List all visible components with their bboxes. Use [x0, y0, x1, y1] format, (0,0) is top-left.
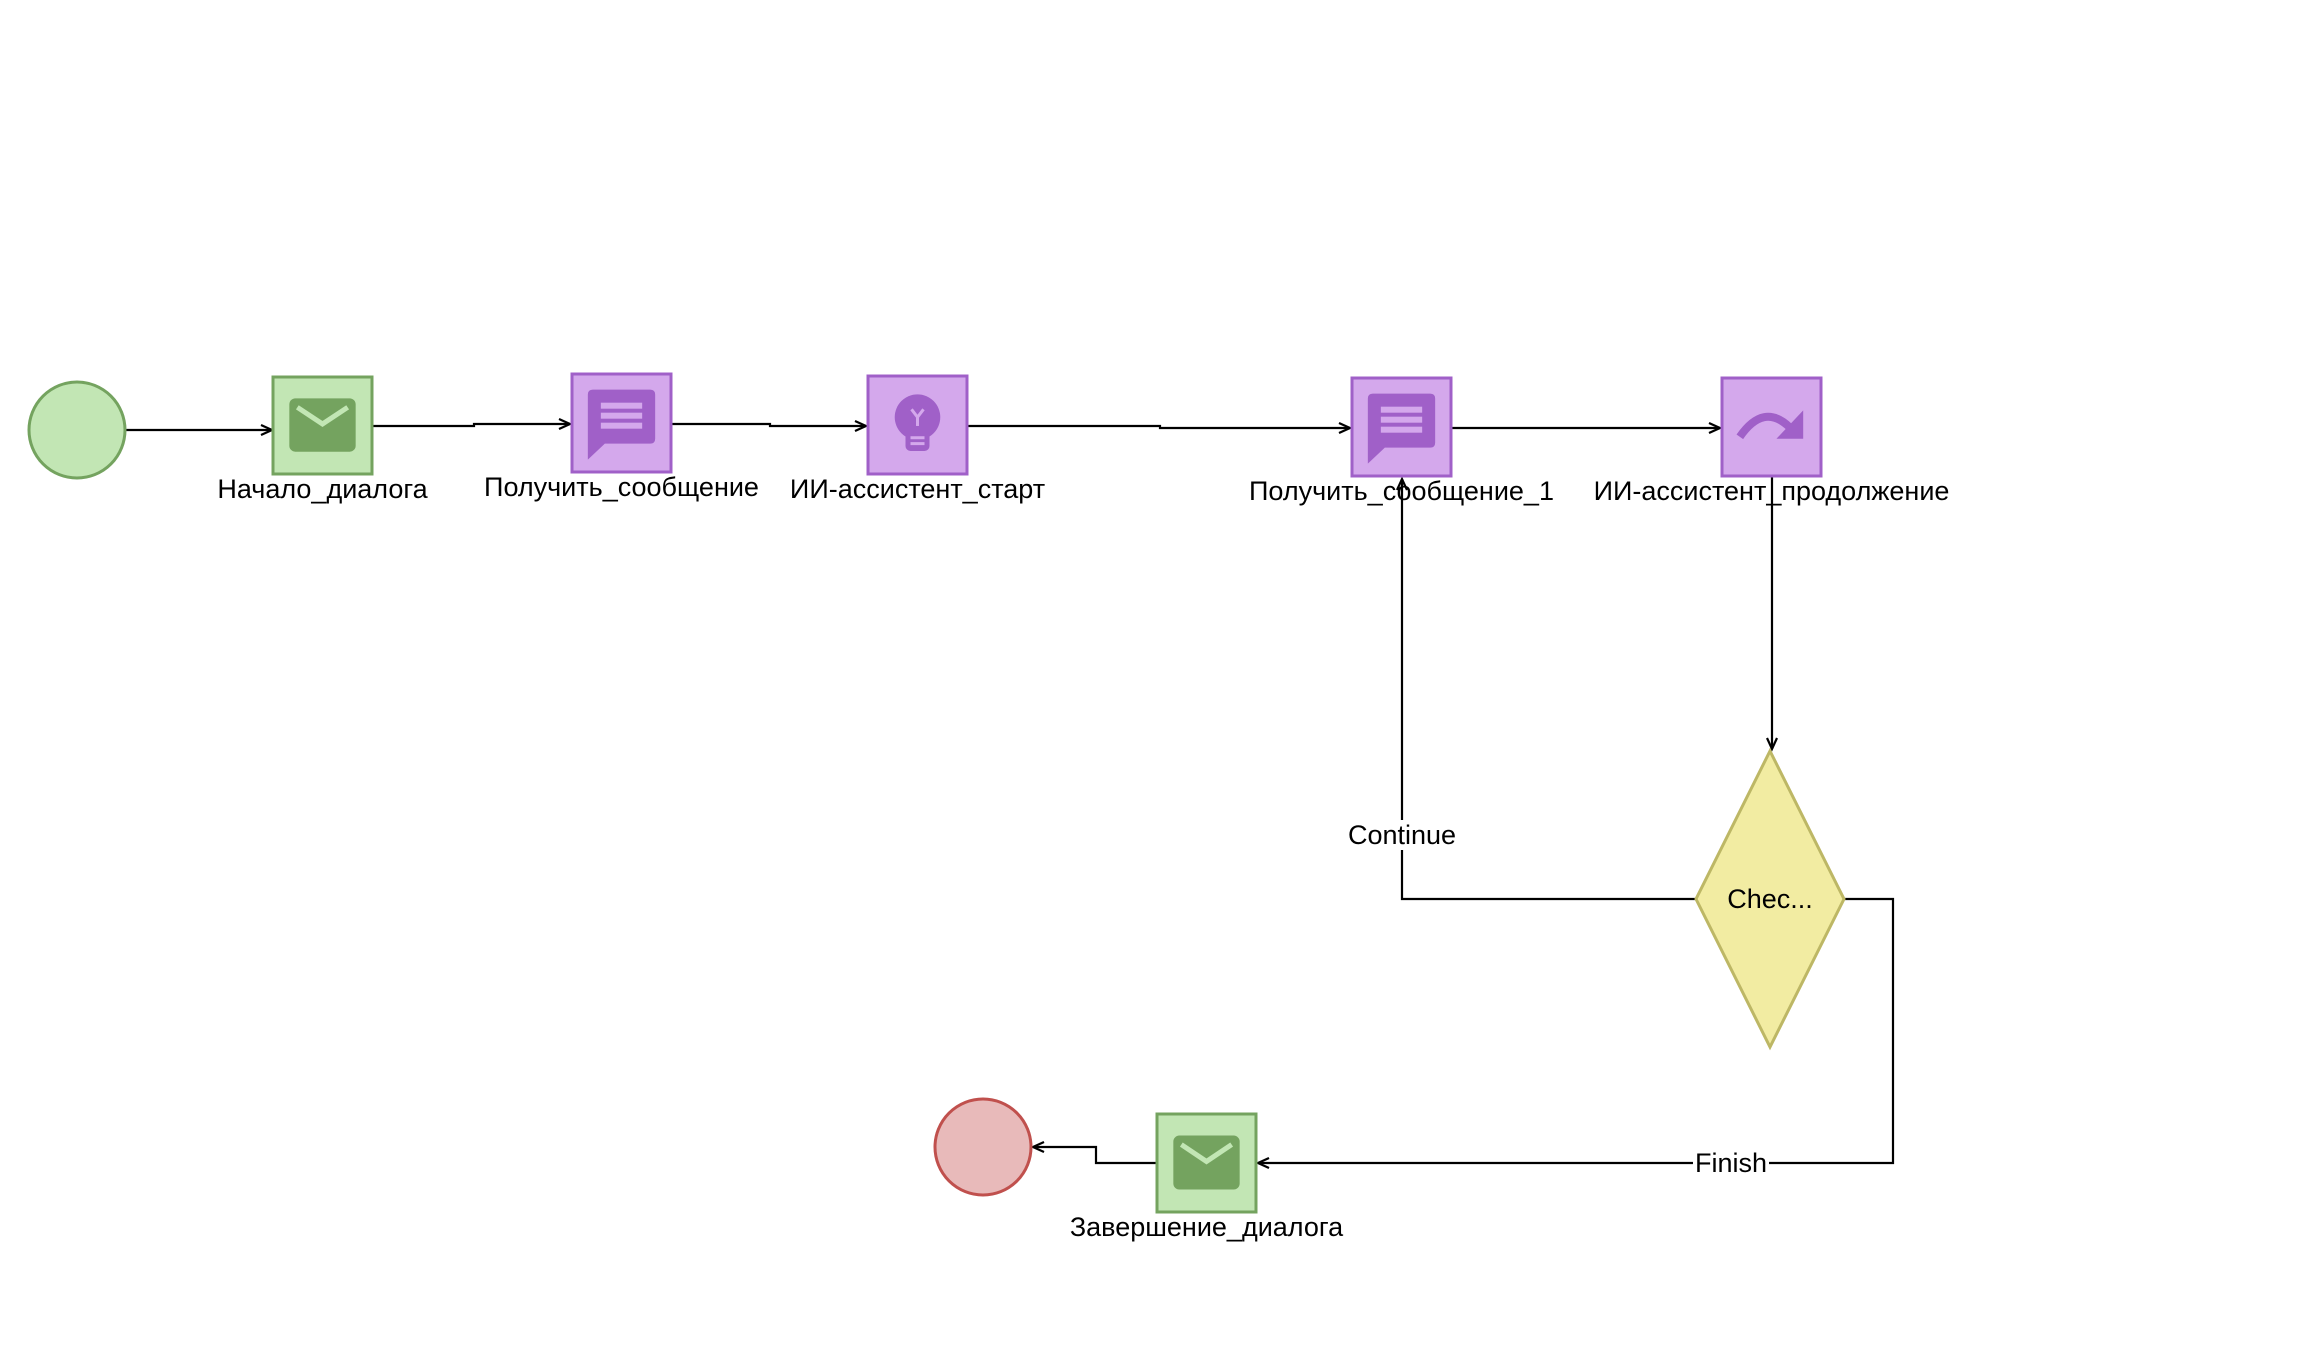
edge-label-background — [1345, 820, 1459, 850]
node-get-message-1[interactable] — [1350, 376, 1453, 478]
node-check[interactable]: Chec... — [1694, 747, 1846, 1051]
edge-dialog_end-to-end[interactable] — [1030, 1140, 1156, 1165]
chat-message-icon — [587, 389, 656, 460]
edge-check-to-dialog_end[interactable] — [1255, 897, 1895, 1170]
edges-layer — [126, 417, 1895, 1170]
task-label: Получить_сообщение_1 — [1249, 476, 1554, 506]
arrowhead-icon — [1338, 421, 1353, 435]
edge-label-background — [1692, 1148, 1770, 1178]
edge-dialog_start-to-get_message[interactable] — [373, 417, 573, 431]
task-label: ИИ-ассистент_продолжение — [1594, 476, 1950, 506]
gateway-diamond[interactable] — [1694, 747, 1846, 1051]
edge-label-continue: Continue — [1348, 820, 1456, 850]
arrowhead-icon — [1395, 476, 1409, 491]
chat-message-icon — [1367, 393, 1436, 464]
node-end[interactable] — [933, 1097, 1033, 1197]
arrowhead-icon — [558, 417, 573, 431]
end-event-circle[interactable] — [933, 1097, 1033, 1197]
edge-ai_continue-to-check[interactable] — [1765, 477, 1779, 752]
edge-check-to-get_message_1[interactable] — [1395, 476, 1696, 901]
arrowhead-icon — [1765, 737, 1779, 752]
nodes-layer: Chec... — [27, 372, 1846, 1214]
arrowhead-icon — [1708, 421, 1723, 435]
arrowhead-icon — [854, 419, 869, 433]
envelope-icon — [289, 398, 356, 452]
node-dialog-end[interactable] — [1155, 1112, 1258, 1214]
node-ai-continue[interactable] — [1720, 376, 1823, 478]
gateway-label: Chec... — [1727, 884, 1813, 914]
edge-ai_start-to-get_message_1[interactable] — [968, 421, 1353, 435]
task-label: ИИ-ассистент_старт — [790, 474, 1045, 504]
node-start[interactable] — [27, 380, 127, 480]
edge-start-to-dialog_start[interactable] — [126, 423, 275, 437]
task-label: Завершение_диалога — [1070, 1212, 1344, 1242]
edge-get_message-to-ai_start[interactable] — [672, 419, 869, 433]
edge-label-finish: Finish — [1695, 1148, 1767, 1178]
task-label: Начало_диалога — [217, 474, 428, 504]
node-dialog-start[interactable] — [271, 375, 374, 476]
node-get-message[interactable] — [570, 372, 673, 474]
lightbulb-icon — [894, 394, 941, 451]
arrowhead-icon — [1030, 1140, 1045, 1154]
envelope-icon — [1173, 1135, 1240, 1190]
node-ai-start[interactable] — [866, 374, 969, 476]
task-label: Получить_сообщение — [484, 472, 759, 502]
redo-arrow-icon — [1736, 410, 1804, 440]
arrowhead-icon — [1255, 1156, 1270, 1170]
task-box[interactable] — [1720, 376, 1823, 478]
start-event-circle[interactable] — [27, 380, 127, 480]
edge-get_message_1-to-ai_continue[interactable] — [1452, 421, 1723, 435]
